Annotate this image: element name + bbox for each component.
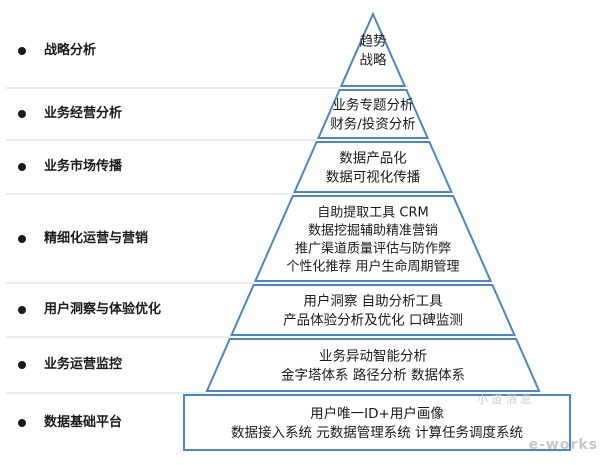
tier-2-line-1: 业务专题分析 [333, 98, 414, 114]
pyramid-tier-5 [230, 284, 516, 336]
watermark-channel: 小 道 消 息 [477, 393, 532, 406]
pyramid-tier-4 [253, 195, 493, 282]
tier-4-line-2: 数据挖掘辅助精准营销 [308, 224, 438, 239]
tier-5-line-2: 产品体验分析及优化 口碑监测 [283, 313, 463, 329]
bullet-icon [18, 234, 26, 243]
tier-2-line-2: 财务/投资分析 [330, 117, 416, 133]
level-label-2: 业务经营分析 [44, 106, 123, 121]
bullet-icon [18, 418, 26, 427]
tier-4-line-4: 个性化推荐 用户生命周期管理 [286, 259, 459, 275]
pyramid-tier-6 [205, 338, 541, 392]
tier-3-line-2: 数据可视化传播 [326, 170, 421, 186]
bullet-icon [18, 47, 26, 55]
tier-1-line-1: 趋势 [360, 34, 387, 50]
tier-6-line-1: 业务异动智能分析 [319, 349, 427, 365]
level-label-5: 用户洞察与体验优化 [44, 302, 162, 317]
tier-4-line-1: 自助提取工具 CRM [317, 205, 428, 221]
pyramid-tier-2 [316, 89, 430, 139]
bullet-icon [18, 306, 26, 314]
tier-6-line-2: 金字塔体系 路径分析 数据体系 [281, 368, 465, 384]
level-label-4: 精细化运营与营销 [44, 230, 149, 246]
level-label-1: 战略分析 [44, 43, 97, 58]
pyramid-tier-7 [183, 394, 571, 451]
level-label-7: 数据基础平台 [44, 414, 123, 430]
pyramid-tier-3 [293, 141, 453, 193]
tier-1-line-2: 战略 [360, 53, 387, 69]
tier-7-line-1: 用户唯一ID+用户画像 [310, 405, 444, 422]
level-label-3: 业务市场传播 [44, 159, 123, 174]
bullet-icon [18, 361, 26, 369]
tier-3-line-1: 数据产品化 [339, 151, 407, 167]
tier-4-line-3: 推广渠道质量评估与防作弊 [295, 241, 451, 257]
level-label-6: 业务运营监控 [44, 357, 123, 372]
pyramid-tier-1 [339, 11, 407, 87]
bullet-icon [18, 110, 26, 118]
tier-7-line-2: 数据接入系统 元数据管理系统 计算任务调度系统 [231, 424, 523, 441]
tier-5-line-1: 用户洞察 自助分析工具 [303, 293, 442, 310]
watermark-logo: e-works [528, 437, 598, 453]
bullet-icon [18, 163, 26, 171]
